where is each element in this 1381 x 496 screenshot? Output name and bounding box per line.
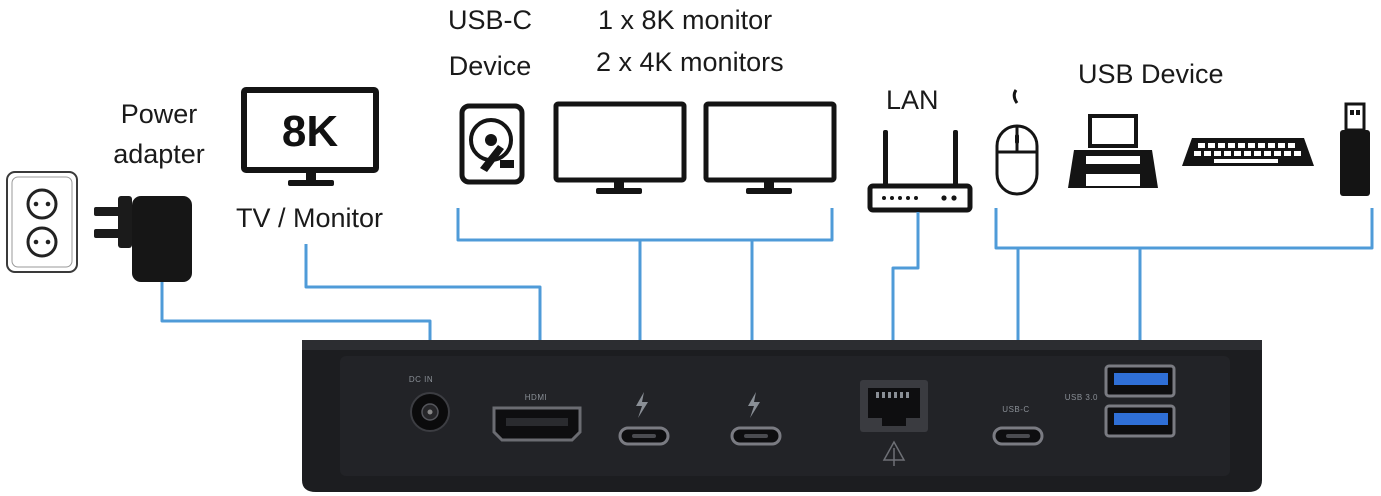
- dc-in-port: DC IN: [409, 375, 450, 432]
- hdmi-port-label: HDMI: [525, 393, 547, 402]
- mouse-icon: [995, 89, 1039, 196]
- power-adapter-label: Power adapter: [100, 98, 218, 170]
- hdmi-port: HDMI: [492, 393, 582, 442]
- power-label-line-2: adapter: [113, 139, 205, 169]
- usb-c-port: [618, 392, 670, 446]
- lan-label: LAN: [886, 85, 939, 115]
- monitors-label: 1 x 8K monitor 2 x 4K monitors: [596, 4, 784, 78]
- usb-a-port-label: USB 3.0: [1065, 393, 1098, 402]
- lan-port: [860, 380, 928, 466]
- hard-drive-icon: [459, 103, 525, 185]
- lan-cable: [891, 212, 920, 398]
- usb-stick-icon: [1340, 102, 1370, 196]
- keyboard-icon: [1182, 138, 1314, 166]
- monitor-icon: [553, 101, 687, 194]
- power-adapter-icon: [94, 196, 192, 282]
- printer-icon: [1068, 114, 1158, 188]
- router-icon: [867, 130, 973, 213]
- network-symbol-icon: [882, 440, 906, 466]
- monitor-icon: [703, 101, 837, 194]
- usb-c-data-port-label: USB-C: [1002, 405, 1029, 414]
- usb-a-ports: USB 3.0: [1065, 364, 1176, 438]
- monitors-label-line-2: 2 x 4K monitors: [596, 47, 784, 77]
- tv-monitor-icon: 8K: [241, 87, 379, 186]
- usb-c-device-label: USB-C Device: [430, 4, 550, 82]
- tv-monitor-label: TV / Monitor: [236, 203, 384, 233]
- usb-c-label-line-2: Device: [448, 51, 532, 81]
- usb-c-port: [730, 392, 782, 446]
- monitors-label-line-1: 1 x 8K monitor: [598, 5, 773, 35]
- dc-in-port-label: DC IN: [409, 375, 433, 384]
- wall-socket-icon: [6, 171, 78, 273]
- power-label-line-1: Power: [120, 99, 198, 129]
- usb-c-bracket: [456, 208, 834, 242]
- usb-c-label-line-1: USB-C: [447, 5, 532, 35]
- usb-device-bracket: [994, 208, 1374, 250]
- docking-station: DC IN HDMI: [302, 340, 1262, 492]
- usb-c-data-port: USB-C: [992, 405, 1044, 446]
- tv-badge: 8K: [282, 107, 338, 156]
- usb-device-label: USB Device: [1078, 59, 1224, 89]
